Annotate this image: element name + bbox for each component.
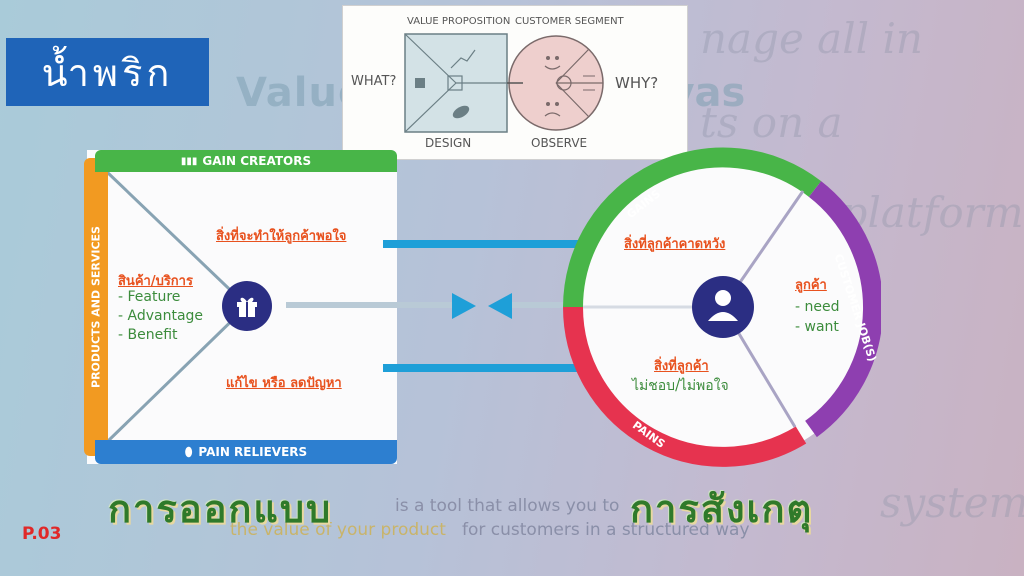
sketch-why: WHY? bbox=[615, 74, 659, 92]
page-title-badge: น้ำพริก bbox=[6, 38, 209, 106]
observe-heading: การสังเกตุ bbox=[630, 487, 814, 531]
fit-line-left bbox=[286, 302, 456, 308]
background-caption-1: is a tool that allows you to bbox=[395, 496, 620, 516]
pain-relievers-bar: ⬮ PAIN RELIEVERS bbox=[95, 440, 397, 464]
fit-arrow-right bbox=[452, 293, 476, 319]
product-item-advantage: - Advantage bbox=[118, 308, 204, 324]
bar-chart-icon: ▮▮▮ bbox=[180, 155, 198, 167]
sketch-design: DESIGN bbox=[425, 136, 472, 150]
gains-text: สิ่งที่ลูกค้าคาดหวัง bbox=[624, 237, 726, 252]
fit-arrow-left bbox=[488, 293, 512, 319]
products-services-label: PRODUCTS AND SERVICES bbox=[89, 226, 103, 388]
sketch-observe: OBSERVE bbox=[531, 136, 588, 150]
pains-sub: ไม่ชอบ/ไม่พอใจ bbox=[632, 378, 729, 394]
customer-item-need: - need bbox=[795, 299, 840, 315]
pill-icon: ⬮ bbox=[184, 444, 193, 459]
sketch-what: WHAT? bbox=[351, 74, 397, 89]
background-caption-2: the value of your product bbox=[230, 520, 446, 540]
background-script: nage all in bbox=[700, 14, 923, 63]
background-script: ts on a bbox=[700, 98, 843, 147]
gain-arrow bbox=[383, 240, 613, 248]
pain-relievers-label: PAIN RELIEVERS bbox=[198, 445, 308, 459]
gift-icon bbox=[222, 281, 272, 331]
background-script: system bbox=[880, 478, 1024, 527]
gain-creators-text: สิ่งที่จะทำให้ลูกค้าพอใจ bbox=[216, 229, 347, 244]
customer-avatar-icon bbox=[692, 276, 754, 338]
pain-arrow bbox=[383, 364, 613, 372]
customer-item-want: - want bbox=[795, 319, 839, 335]
product-title: สินค้า/บริการ bbox=[118, 274, 193, 289]
page-number: P.03 bbox=[22, 524, 62, 544]
sketch-drawing bbox=[404, 33, 604, 133]
square-diagonals bbox=[105, 170, 249, 444]
design-heading: การออกแบบ bbox=[108, 487, 333, 531]
customer-profile-circle: GAINS PAINS CUSTOMER JOB(S) bbox=[563, 147, 881, 467]
sketch-image: VALUE PROPOSITION CUSTOMER SEGMENT WHAT?… bbox=[342, 5, 688, 160]
gain-creators-label: GAIN CREATORS bbox=[202, 154, 312, 168]
product-item-benefit: - Benefit bbox=[118, 327, 178, 343]
gain-creators-bar: ▮▮▮ GAIN CREATORS bbox=[95, 150, 397, 172]
background-caption-3: for customers in a structured way bbox=[462, 520, 750, 540]
sketch-customer-segment: CUSTOMER SEGMENT bbox=[515, 16, 624, 27]
pains-title: สิ่งที่ลูกค้า bbox=[654, 359, 709, 374]
products-services-bar bbox=[84, 158, 108, 456]
pain-relievers-text: แก้ไข หรือ ลดปัญหา bbox=[226, 376, 342, 391]
sketch-value-proposition: VALUE PROPOSITION bbox=[407, 16, 511, 27]
customer-title: ลูกค้า bbox=[795, 278, 827, 293]
product-item-feature: - Feature bbox=[118, 289, 181, 305]
